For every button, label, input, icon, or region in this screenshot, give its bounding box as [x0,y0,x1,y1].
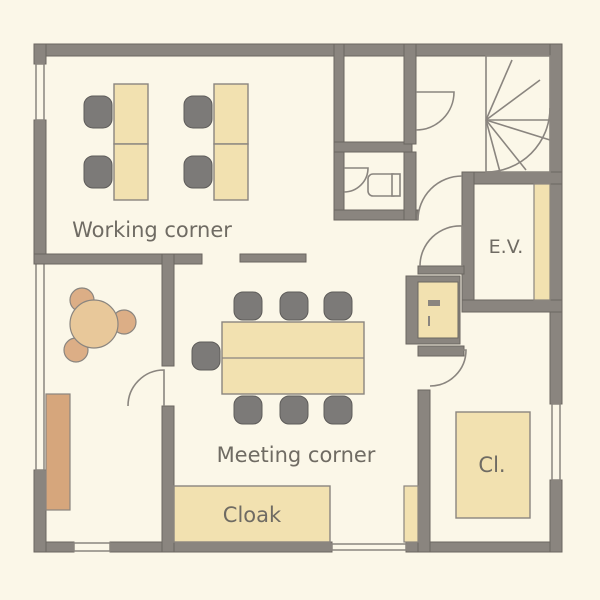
working-chairs [83,95,213,189]
chair [233,395,263,425]
wall-bench [45,393,71,511]
staircase [485,55,551,173]
closet-storage [455,411,531,519]
desk [213,83,249,145]
mailbox-unit [405,275,461,345]
shoe-shelf [403,485,419,543]
meeting-table [221,321,365,395]
room-label-elevator: E.V. [489,236,524,258]
room-label-closet: Cl. [478,453,505,477]
door-swings [127,91,467,407]
desk [213,143,249,201]
chair [183,95,213,129]
cloak-cabinet [173,485,331,543]
chair [279,291,309,321]
interior-walls [33,43,563,553]
chair [183,155,213,189]
chair [191,341,221,371]
chair [83,95,113,129]
desk [113,83,149,145]
room-label-working-corner: Working corner [72,218,232,242]
chair [323,395,353,425]
working-desks [113,83,249,201]
toilet-icon [367,173,401,197]
desk [113,143,149,201]
elevator-shaft [533,183,551,301]
round-table-set [63,287,137,363]
chair [323,291,353,321]
chair [233,291,263,321]
room-label-cloak: Cloak [223,503,282,527]
room-label-meeting-corner: Meeting corner [217,443,376,467]
chair [83,155,113,189]
meeting-chairs [191,291,353,425]
chair [279,395,309,425]
